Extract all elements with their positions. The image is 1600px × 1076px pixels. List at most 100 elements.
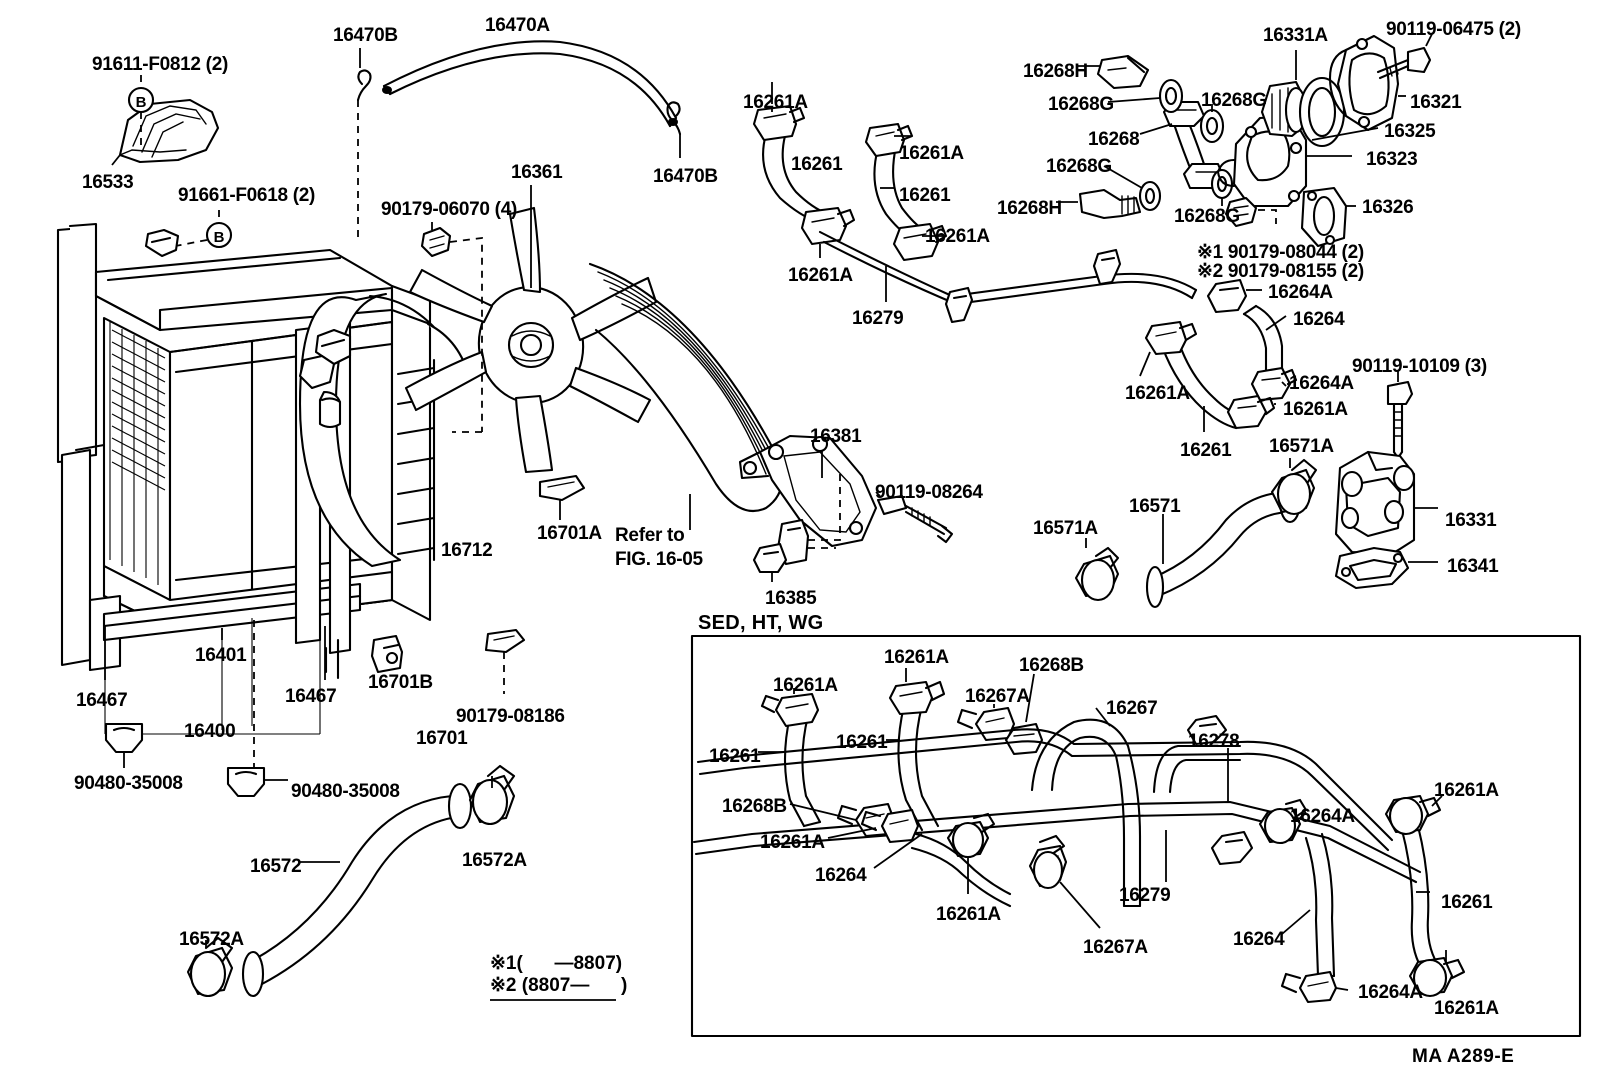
- part-label-16261a: 16261A: [884, 647, 949, 668]
- part-90179-08044-nut: [1224, 196, 1258, 228]
- part-label-16261a: 16261A: [773, 675, 838, 696]
- part-label-16701a: 16701A: [537, 523, 602, 544]
- inset-clamp-16261A-right-bottom: [1408, 956, 1466, 998]
- part-label-16470b: 16470B: [333, 25, 398, 46]
- part-16261A-clamp-3: [864, 122, 914, 158]
- inset-clamp-16268B-1: [1004, 722, 1044, 756]
- part-16268H-bolt-2: [1078, 188, 1142, 220]
- part-16470B-clip-2: [666, 101, 682, 136]
- part-label-16572a: 16572A: [179, 929, 244, 950]
- part-16381-bracket: [738, 434, 878, 548]
- callout-letter-2: B: [214, 229, 225, 246]
- part-label-90179-06070-4: 90179-06070 (4): [381, 199, 517, 220]
- part-label-16331: 16331: [1445, 510, 1497, 531]
- part-90119-08264-bolt: [876, 494, 954, 544]
- part-label-16331a: 16331A: [1263, 25, 1328, 46]
- part-label-16261: 16261: [791, 154, 843, 175]
- part-label-90179-08186: 90179-08186: [456, 706, 565, 727]
- part-label-16261a: 16261A: [743, 92, 808, 113]
- part-label-16261: 16261: [1180, 440, 1232, 461]
- sheet-code: MA A289-E: [1412, 1046, 1515, 1067]
- part-16261A-clamp-5: [1144, 320, 1198, 356]
- part-label-16361: 16361: [511, 162, 563, 183]
- part-label-16268g: 16268G: [1174, 206, 1240, 227]
- part-label-16264a: 16264A: [1289, 373, 1354, 394]
- inset-hose-16261-right: [1400, 824, 1442, 974]
- part-label-16326: 16326: [1362, 197, 1414, 218]
- part-label-16701b: 16701B: [368, 672, 433, 693]
- radiator-core-fins: [109, 322, 166, 585]
- part-label-16267a: 16267A: [965, 686, 1030, 707]
- part-label-16261a: 16261A: [1434, 780, 1499, 801]
- part-label-16572: 16572: [250, 856, 302, 877]
- part-label-16261a: 16261A: [925, 226, 990, 247]
- part-label-16467: 16467: [76, 690, 128, 711]
- part-label-16264: 16264: [815, 865, 867, 886]
- part-label-16261: 16261: [899, 185, 951, 206]
- part-label-16264a: 16264A: [1268, 282, 1333, 303]
- part-label-16400: 16400: [184, 721, 236, 742]
- part-16321-cover: [1328, 34, 1400, 132]
- part-label-16401: 16401: [195, 645, 247, 666]
- inset-hose-16264-2: [1304, 832, 1336, 978]
- inset-box-frame: [690, 634, 1582, 1038]
- part-90480-35008-cushion-2: [226, 766, 288, 798]
- callout-letter-1: B: [136, 94, 147, 111]
- drive-belt: [588, 262, 784, 513]
- part-label-2-90179-08155-2: ※2 90179-08155 (2): [1197, 261, 1364, 282]
- part-label-1-90179-08044-2: ※1 90179-08044 (2): [1197, 242, 1364, 263]
- part-label-16321: 16321: [1410, 92, 1462, 113]
- part-label-16385: 16385: [765, 588, 817, 609]
- part-16470A-hose: [382, 40, 678, 128]
- part-90119-06475-stud: [1376, 46, 1432, 80]
- part-16326-gasket: [1300, 186, 1348, 248]
- part-16571A-clamp-2: [1270, 458, 1318, 516]
- part-90119-10109-bolt: [1386, 380, 1414, 460]
- inset-clamp-16261A-2: [888, 680, 946, 716]
- part-label-16261: 16261: [1441, 892, 1493, 913]
- part-16571A-clamp-1: [1074, 546, 1120, 602]
- part-label-16712: 16712: [441, 540, 493, 561]
- inset-title: SED, HT, WG: [698, 612, 824, 634]
- part-16572A-clamp-2: [186, 936, 234, 998]
- inset-clamp-16261A-4: [946, 812, 996, 859]
- part-label-90119-10109-3: 90119-10109 (3): [1352, 356, 1487, 377]
- part-label-16571a: 16571A: [1269, 436, 1334, 457]
- part-16470B-clip-1: [356, 69, 372, 102]
- part-label-16279: 16279: [852, 308, 904, 329]
- part-16261A-clamp-1: [752, 104, 806, 142]
- part-16261A-clamp-4: [892, 222, 948, 262]
- part-label-16268g: 16268G: [1048, 94, 1114, 115]
- part-label-16261a: 16261A: [1125, 383, 1190, 404]
- inset-pipe-16278: [696, 714, 1394, 852]
- part-16385-sensor: [752, 518, 810, 582]
- part-16701A-clip: [538, 474, 586, 520]
- part-label-16470a: 16470A: [485, 15, 550, 36]
- footnote-line-2: ※2 (8807— ): [490, 975, 628, 996]
- part-label-16701: 16701: [416, 728, 468, 749]
- part-label-16268b: 16268B: [1019, 655, 1084, 676]
- footnote-line-1: ※1( —8807): [490, 953, 623, 974]
- part-label-16268h: 16268H: [1023, 61, 1088, 82]
- callout-circle-b-2: [205, 221, 233, 249]
- part-label-16264: 16264: [1233, 929, 1285, 950]
- part-label-16261a: 16261A: [1283, 399, 1348, 420]
- part-16261A-clamp-6: [1226, 394, 1276, 430]
- part-label-16267a: 16267A: [1083, 937, 1148, 958]
- part-16533-bracket: [118, 98, 220, 164]
- part-label-16261: 16261: [836, 732, 888, 753]
- part-label-91661-f0618-2: 91661-F0618 (2): [178, 185, 316, 206]
- inset-pipe-16279: [692, 800, 1422, 884]
- part-16331-water-pump: [1334, 450, 1416, 556]
- inset-clamp-16264A-bottom: [1280, 970, 1338, 1004]
- part-label-16341: 16341: [1447, 556, 1499, 577]
- part-label-16261a: 16261A: [788, 265, 853, 286]
- part-label-16323: 16323: [1366, 149, 1418, 170]
- part-label-90119-08264: 90119-08264: [875, 482, 983, 503]
- inset-hose-16264-1: [910, 832, 1012, 908]
- part-label-16267: 16267: [1106, 698, 1158, 719]
- part-label-90119-06475-2: 90119-06475 (2): [1386, 19, 1521, 40]
- part-label-16261a: 16261A: [760, 832, 825, 853]
